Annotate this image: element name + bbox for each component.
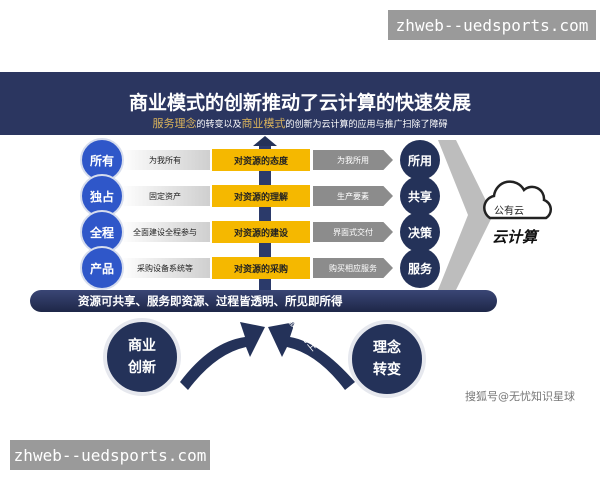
row-left-desc: 全面建设全程参与	[120, 222, 210, 242]
row-right-arrow: 为我所用	[313, 150, 393, 170]
row-right-circle: 服务	[400, 248, 440, 288]
title-banner	[0, 72, 600, 135]
subtitle-highlight-1: 服务理念	[152, 117, 197, 130]
grey-chevron-arrow	[438, 140, 493, 290]
row-left-circle: 产品	[80, 246, 124, 290]
row-center-box: 对资源的建设	[212, 221, 310, 243]
row-right-arrow: 购买相应服务	[313, 258, 393, 278]
business-innovation-circle: 商业创新	[103, 318, 181, 396]
circle-line: 商业	[128, 338, 156, 354]
source-credit: 搜狐号@无忧知识星球	[465, 390, 575, 403]
row-right-circle: 所用	[400, 140, 440, 180]
row-right-arrow: 界面式交付	[313, 222, 393, 242]
cloud-icon	[483, 180, 553, 220]
row-left-desc: 为我所有	[120, 150, 210, 170]
cloud-label: 云计算	[492, 228, 538, 246]
watermark-top: zhweb--uedsports.com	[388, 10, 596, 40]
curved-arrows	[180, 322, 355, 390]
subtitle-text-1: 的转变以及	[196, 120, 242, 130]
bottom-banner: 资源可共享、服务即资源、过程皆透明、所见即所得	[30, 290, 497, 312]
row-center-box: 对资源的采购	[212, 257, 310, 279]
circle-line: 创新	[128, 360, 156, 376]
row-right-circle: 共享	[400, 176, 440, 216]
concept-change-circle: 理念转变	[348, 320, 426, 398]
row-left-desc: 固定资产	[120, 186, 210, 206]
row-left-desc: 采购设备系统等	[120, 258, 210, 278]
subtitle-highlight-2: 商业模式	[241, 117, 286, 130]
row-right-arrow: 生产要素	[313, 186, 393, 206]
cloud-computing: 公有云 云计算	[478, 178, 558, 248]
page-title: 商业模式的创新推动了云计算的快速发展	[128, 92, 471, 114]
row-center-box: 对资源的态度	[212, 149, 310, 171]
subtitle-text-2: 的创新为云计算的应用与推广扫除了障碍	[285, 120, 448, 130]
watermark-bottom: zhweb--uedsports.com	[10, 440, 210, 470]
cloud-badge: 公有云	[494, 206, 524, 217]
row-right-circle: 决策	[400, 212, 440, 252]
circle-line: 转变	[373, 362, 401, 378]
subtitle: 服务理念的转变以及商业模式的创新为云计算的应用与推广扫除了障碍	[0, 115, 600, 131]
row-center-box: 对资源的理解	[212, 185, 310, 207]
circle-line: 理念	[373, 340, 401, 356]
